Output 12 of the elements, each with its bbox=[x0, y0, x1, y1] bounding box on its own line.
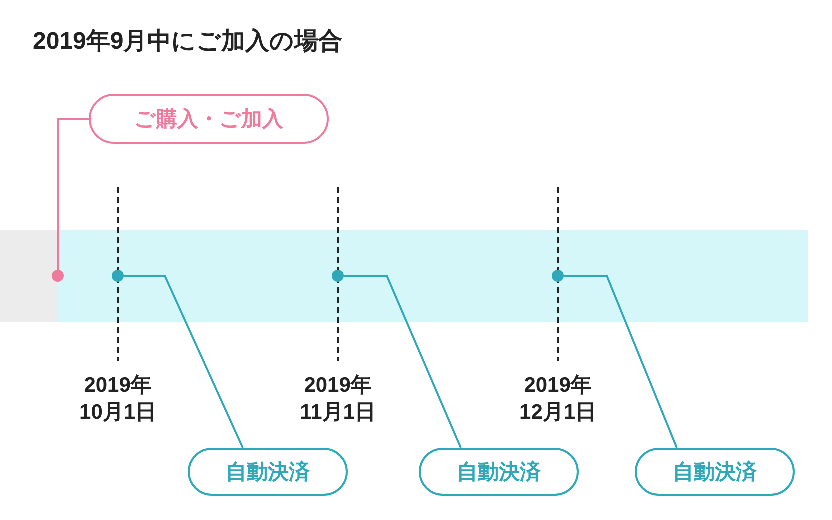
date-label: 2019年10月1日 bbox=[78, 373, 158, 426]
diagram-title: 2019年9月中にご加入の場合 bbox=[33, 27, 343, 57]
leader-line bbox=[344, 275, 462, 448]
leader-line bbox=[564, 275, 678, 448]
leader-line bbox=[57, 118, 89, 270]
date-label: 2019年11月1日 bbox=[299, 373, 377, 426]
callout-pill: 自動決済 bbox=[419, 448, 579, 496]
date-label: 2019年12月1日 bbox=[518, 373, 598, 426]
callout-pill: 自動決済 bbox=[188, 448, 348, 496]
callout-pill: 自動決済 bbox=[635, 448, 795, 496]
leader-line bbox=[124, 275, 244, 448]
callout-pill: ご購入・ご加入 bbox=[89, 94, 329, 144]
